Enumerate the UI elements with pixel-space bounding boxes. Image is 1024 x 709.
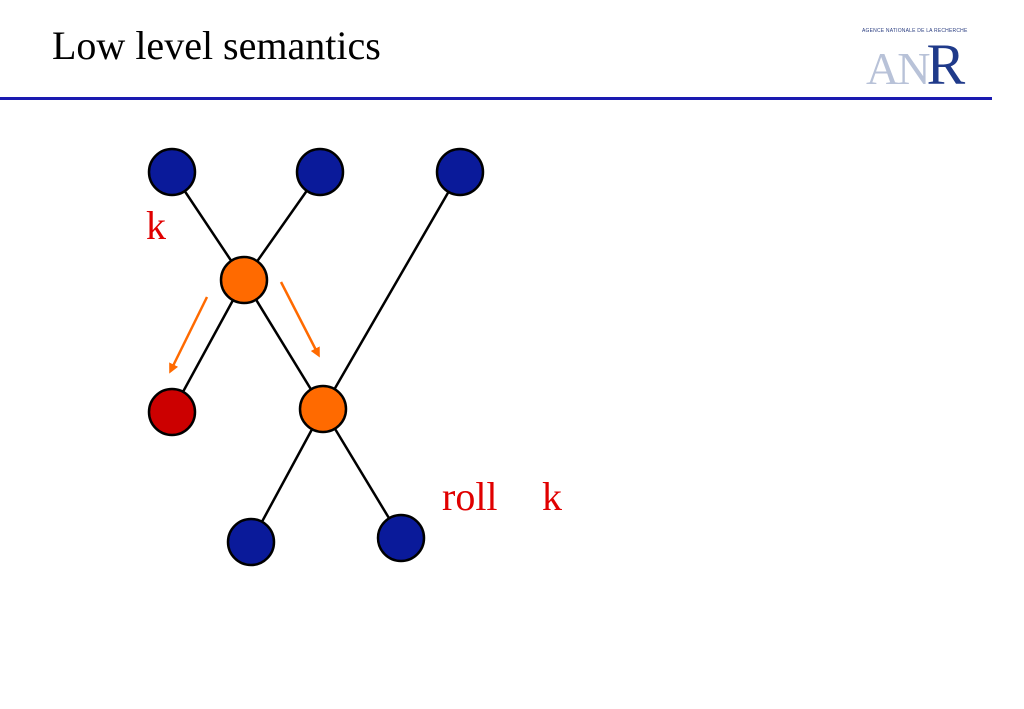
label-k-bottom: k <box>542 474 562 519</box>
title-divider <box>0 97 992 100</box>
label-k-top: k <box>146 203 166 248</box>
arrow-down-right <box>279 281 320 358</box>
edge-lower-agent-to-bottom-right <box>321 408 403 539</box>
node-top-right <box>435 147 485 197</box>
logo-letters: ANR <box>866 36 965 94</box>
logo-letter-n: N <box>897 43 931 94</box>
nodes <box>147 147 485 567</box>
node-upper-agent <box>219 255 269 305</box>
node-top-middle <box>295 147 345 197</box>
logo-caption: AGENCE NATIONALE DE LA RECHERCHE <box>862 28 968 34</box>
node-red <box>147 387 197 437</box>
arrow-down-left <box>169 296 209 374</box>
page-title: Low level semantics <box>52 23 381 68</box>
arrows <box>169 281 320 374</box>
label-roll: roll <box>442 474 498 519</box>
anr-logo: AGENCE NATIONALE DE LA RECHERCHE ANR <box>862 28 1002 94</box>
node-bottom-right <box>376 513 426 563</box>
edge-lower-agent-to-bottom-left <box>249 408 325 543</box>
node-top-left <box>147 147 197 197</box>
logo-letter-r: R <box>926 32 966 97</box>
edge-upper-agent-to-red-node <box>170 279 246 413</box>
edge-top-right-to-lower-agent <box>321 171 462 410</box>
edges <box>170 171 462 543</box>
node-bottom-left <box>226 517 276 567</box>
edge-upper-agent-to-lower-agent <box>242 279 325 410</box>
node-lower-agent <box>298 384 348 434</box>
logo-letter-a: A <box>866 43 900 94</box>
